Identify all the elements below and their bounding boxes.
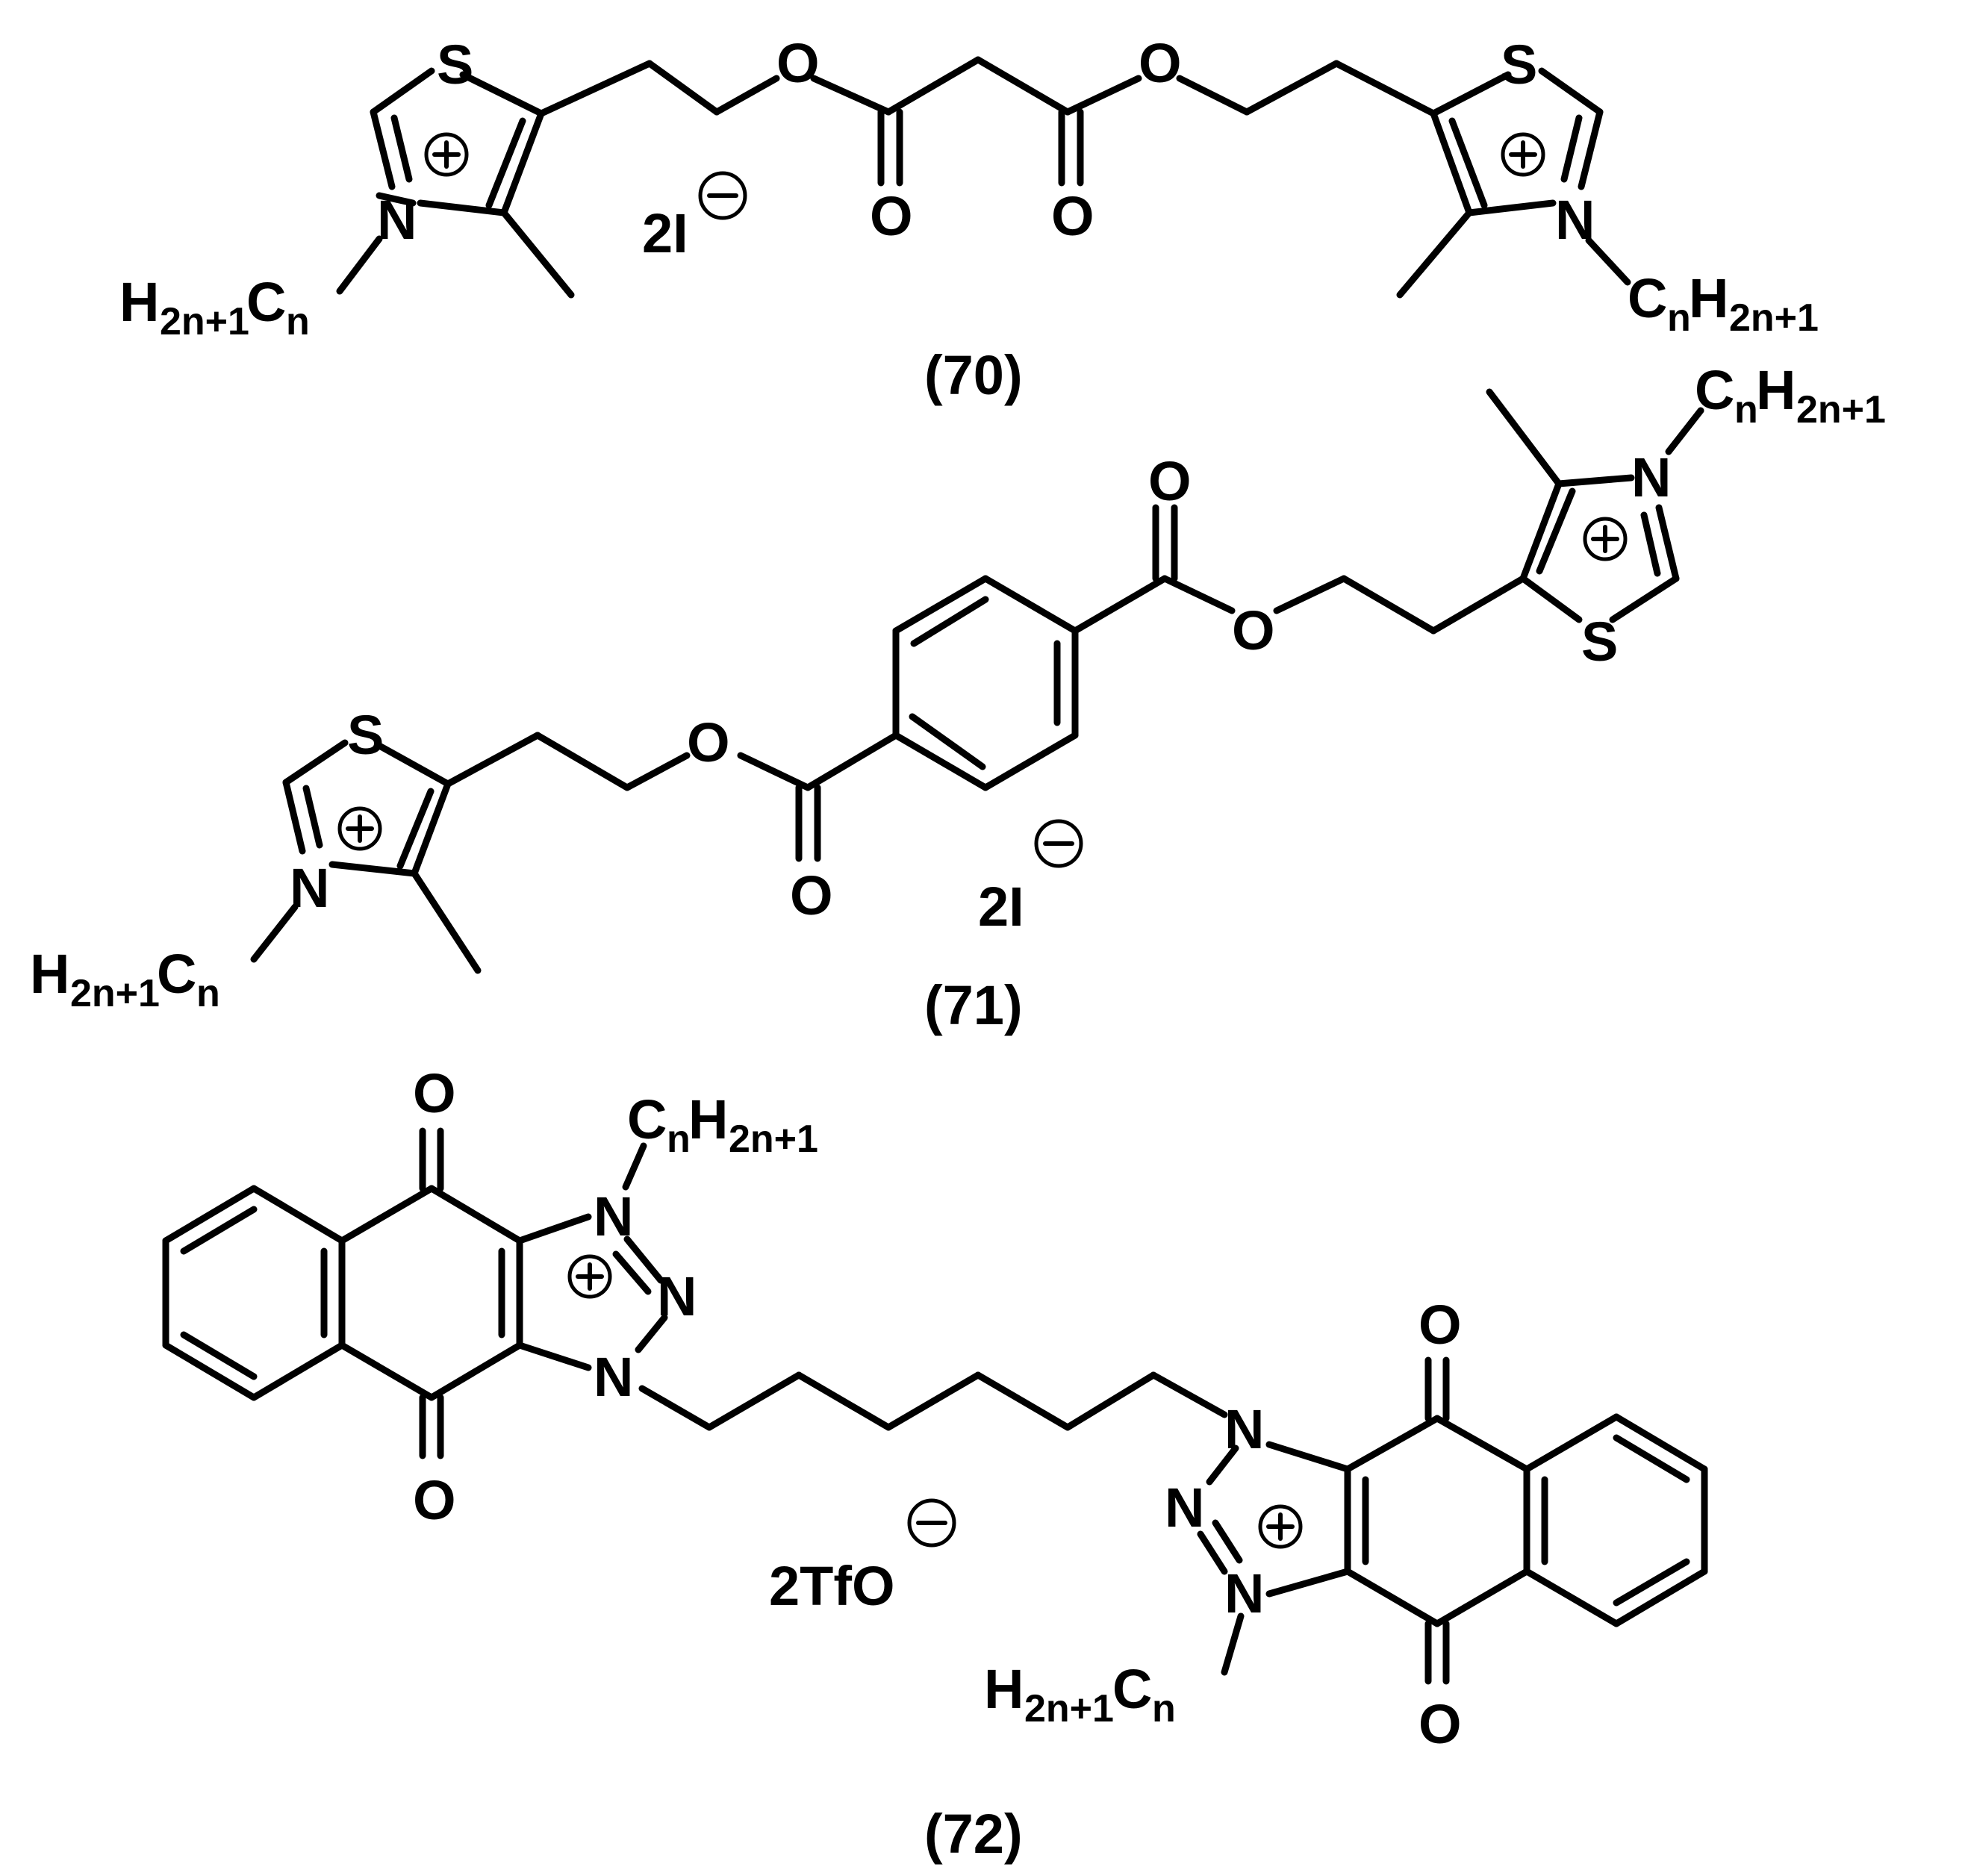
- hydrogen-label: H: [1689, 267, 1728, 329]
- naphthoquinone-triazolium-right-72: [1197, 1356, 1708, 1685]
- carbon-label: C: [1112, 1658, 1152, 1720]
- subscript-label: 2n+1: [1024, 1687, 1114, 1730]
- nitrogen-atom: N: [1224, 1562, 1264, 1624]
- oxygen-atom: O: [1139, 32, 1182, 94]
- compound-label-72: (72): [924, 1803, 1023, 1865]
- carbon-label: C: [157, 943, 196, 1005]
- nitrogen-atom: N: [657, 1265, 697, 1327]
- carbon-label: C: [1695, 359, 1734, 421]
- hydrogen-label: H: [119, 271, 159, 333]
- nitrogen-atom-70-left: N: [377, 189, 417, 251]
- compound-70: S N H 2n+1 C n O O O O: [119, 32, 1819, 406]
- cation-charge-icon: [1501, 132, 1545, 177]
- sulfur-atom-70-left: S: [437, 34, 473, 96]
- subscript-label: n: [1667, 296, 1691, 340]
- malonate-linker-70: [810, 56, 1437, 187]
- thiazolium-ring-left-70: [336, 60, 780, 299]
- subscript-label: n: [196, 972, 220, 1015]
- thiazolium-ring-left-71: [250, 732, 691, 974]
- hexylene-linker-72: [706, 1371, 1228, 1431]
- compound-label-71: (71): [924, 974, 1023, 1036]
- counterion-label: 2TfO: [769, 1555, 895, 1617]
- subscript-label: n: [286, 300, 310, 343]
- subscript-label: n: [1734, 388, 1758, 431]
- cation-charge-icon: [337, 806, 382, 851]
- alkyl-substituent-70-left: H 2n+1 C n: [119, 271, 310, 343]
- subscript-label: n: [667, 1118, 691, 1161]
- cation-charge-icon: [424, 132, 469, 177]
- carbonyl-oxygen-atom: O: [1148, 450, 1192, 512]
- anion-charge-icon: [907, 1498, 956, 1548]
- carbonyl-oxygen-atom: O: [1051, 185, 1094, 247]
- nitrogen-atom: N: [1224, 1398, 1264, 1460]
- cation-charge-icon: [1583, 517, 1628, 561]
- counterion-72: 2TfO: [769, 1498, 956, 1617]
- nitrogen-atom: N: [1165, 1477, 1204, 1539]
- anion-charge-icon: [1034, 819, 1083, 868]
- carbon-label: C: [246, 271, 286, 333]
- hydrogen-label: H: [1756, 359, 1796, 421]
- alkyl-substituent-71-right: C n H 2n+1: [1695, 359, 1886, 431]
- nitrogen-atom: N: [594, 1346, 633, 1408]
- nitrogen-atom-70-right: N: [1555, 189, 1595, 251]
- carbonyl-oxygen-atom: O: [413, 1062, 456, 1124]
- alkyl-substituent-72-bottom: H 2n+1 C n: [984, 1658, 1176, 1730]
- terephthalate-linker-71: [737, 504, 1527, 862]
- counterion-label: 2I: [642, 202, 688, 264]
- compound-label-70: (70): [924, 344, 1023, 406]
- subscript-label: n: [1152, 1687, 1176, 1730]
- oxygen-atom: O: [776, 32, 820, 94]
- alkyl-substituent-71-left: H 2n+1 C n: [30, 943, 220, 1015]
- sulfur-atom-70-right: S: [1501, 34, 1537, 96]
- thiazolium-ring-right-70: [1396, 67, 1631, 299]
- nitrogen-atom-71-left: N: [290, 857, 329, 919]
- counterion-70: 2I: [642, 171, 747, 264]
- hydrogen-label: H: [30, 943, 69, 1005]
- hydrogen-label: H: [688, 1088, 728, 1150]
- compound-71: S N H 2n+1 C n: [30, 359, 1886, 1036]
- oxygen-atom: O: [687, 711, 730, 773]
- sulfur-atom-71-right: S: [1581, 611, 1618, 673]
- subscript-label: 2n+1: [70, 972, 160, 1015]
- cation-charge-icon: [567, 1254, 612, 1299]
- carbonyl-oxygen-atom: O: [1419, 1294, 1462, 1356]
- naphthoquinone-triazolium-left-72: [162, 1127, 713, 1459]
- counterion-71: 2I: [978, 819, 1083, 938]
- alkyl-substituent-72-top: C n H 2n+1: [627, 1088, 818, 1161]
- subscript-label: 2n+1: [1729, 296, 1819, 340]
- carbon-label: C: [1628, 267, 1667, 329]
- carbon-label: C: [627, 1088, 667, 1150]
- oxygen-atom: O: [1232, 599, 1275, 661]
- nitrogen-atom-71-right: N: [1631, 446, 1671, 508]
- carbonyl-oxygen-atom: O: [1419, 1693, 1462, 1755]
- counterion-label: 2I: [978, 876, 1024, 938]
- subscript-label: 2n+1: [1796, 388, 1886, 431]
- thiazolium-ring-right-71: [1486, 388, 1704, 623]
- nitrogen-atom: N: [594, 1185, 633, 1247]
- hydrogen-label: H: [984, 1658, 1024, 1720]
- sulfur-atom-71-left: S: [347, 704, 384, 766]
- subscript-label: 2n+1: [729, 1118, 818, 1161]
- compound-72: O O N N N C n H 2n+1 2TfO: [162, 1062, 1708, 1865]
- carbonyl-oxygen-atom: O: [870, 185, 913, 247]
- anion-charge-icon: [698, 171, 747, 220]
- carbonyl-oxygen-atom: O: [790, 864, 833, 926]
- cation-charge-icon: [1258, 1504, 1303, 1549]
- subscript-label: 2n+1: [160, 300, 249, 343]
- alkyl-substituent-70-right: C n H 2n+1: [1628, 267, 1819, 340]
- carbonyl-oxygen-atom: O: [413, 1469, 456, 1531]
